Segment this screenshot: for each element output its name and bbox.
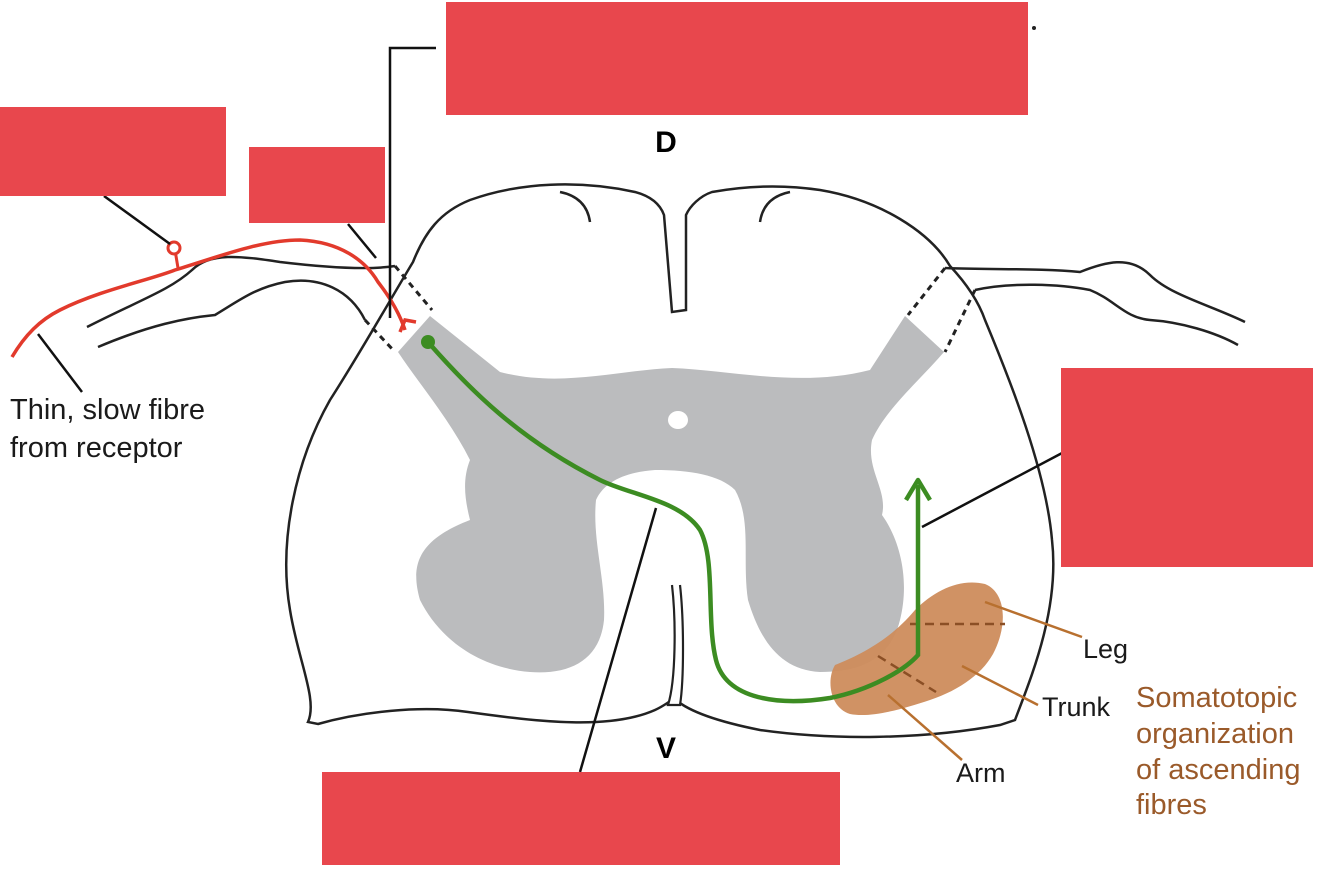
tract-neuron-cell-body [421, 335, 435, 349]
fibre-label-line2: from receptor [10, 432, 183, 464]
dorsal-root-leader-line [347, 223, 377, 259]
masked-label-tract [1061, 368, 1313, 567]
somatotopic-divider-lower [877, 654, 937, 694]
commissure-leader-line [578, 507, 658, 773]
dorsal-label: D [655, 126, 677, 159]
right-ventral-root [974, 283, 1239, 347]
trunk-label: Trunk [1042, 692, 1111, 722]
dorsal-root-entry-left-curve [559, 190, 592, 223]
masked-label-top [446, 2, 1028, 115]
fibre-label-line1: Thin, slow fibre [10, 394, 205, 426]
right-root-dashes [906, 267, 977, 353]
arrow-up-icon [904, 477, 932, 502]
terminal-leader-line [388, 46, 436, 318]
fibre-leader-line [37, 333, 83, 393]
masked-label-cell-body [0, 107, 226, 196]
left-dorsal-root [86, 255, 396, 329]
somatotopic-caption-line1: Somatotopic [1136, 682, 1297, 714]
cell-body-leader-line [103, 194, 171, 246]
arm-leader-line [887, 694, 963, 761]
ventral-label: V [656, 732, 676, 765]
masked-label-commissure [322, 772, 840, 865]
ascending-tract-fibre [426, 340, 921, 704]
left-ventral-root [97, 279, 367, 349]
trunk-leader-line [961, 664, 1039, 707]
somatotopic-caption-line3: of ascending [1136, 754, 1300, 786]
top-label-trailing-dot [1032, 26, 1036, 30]
grey-matter [398, 316, 944, 673]
arm-label: Arm [956, 758, 1006, 788]
anterior-median-fissure [666, 584, 685, 707]
sensory-fibre [10, 238, 407, 358]
leg-leader-line [984, 600, 1083, 639]
central-canal [668, 411, 688, 429]
tract-leader-line [921, 450, 1065, 529]
left-root-dashes [363, 265, 434, 354]
right-dorsal-root [944, 261, 1246, 324]
leg-label: Leg [1083, 634, 1128, 664]
masked-label-dorsal-root [249, 147, 385, 223]
somatotopic-caption-line4: fibres [1136, 789, 1207, 821]
sensory-fibre-terminal [398, 318, 417, 333]
cell-body [166, 240, 182, 256]
dorsal-root-entry-right-curve [758, 190, 791, 223]
somatotopic-caption-line2: organization [1136, 718, 1294, 750]
